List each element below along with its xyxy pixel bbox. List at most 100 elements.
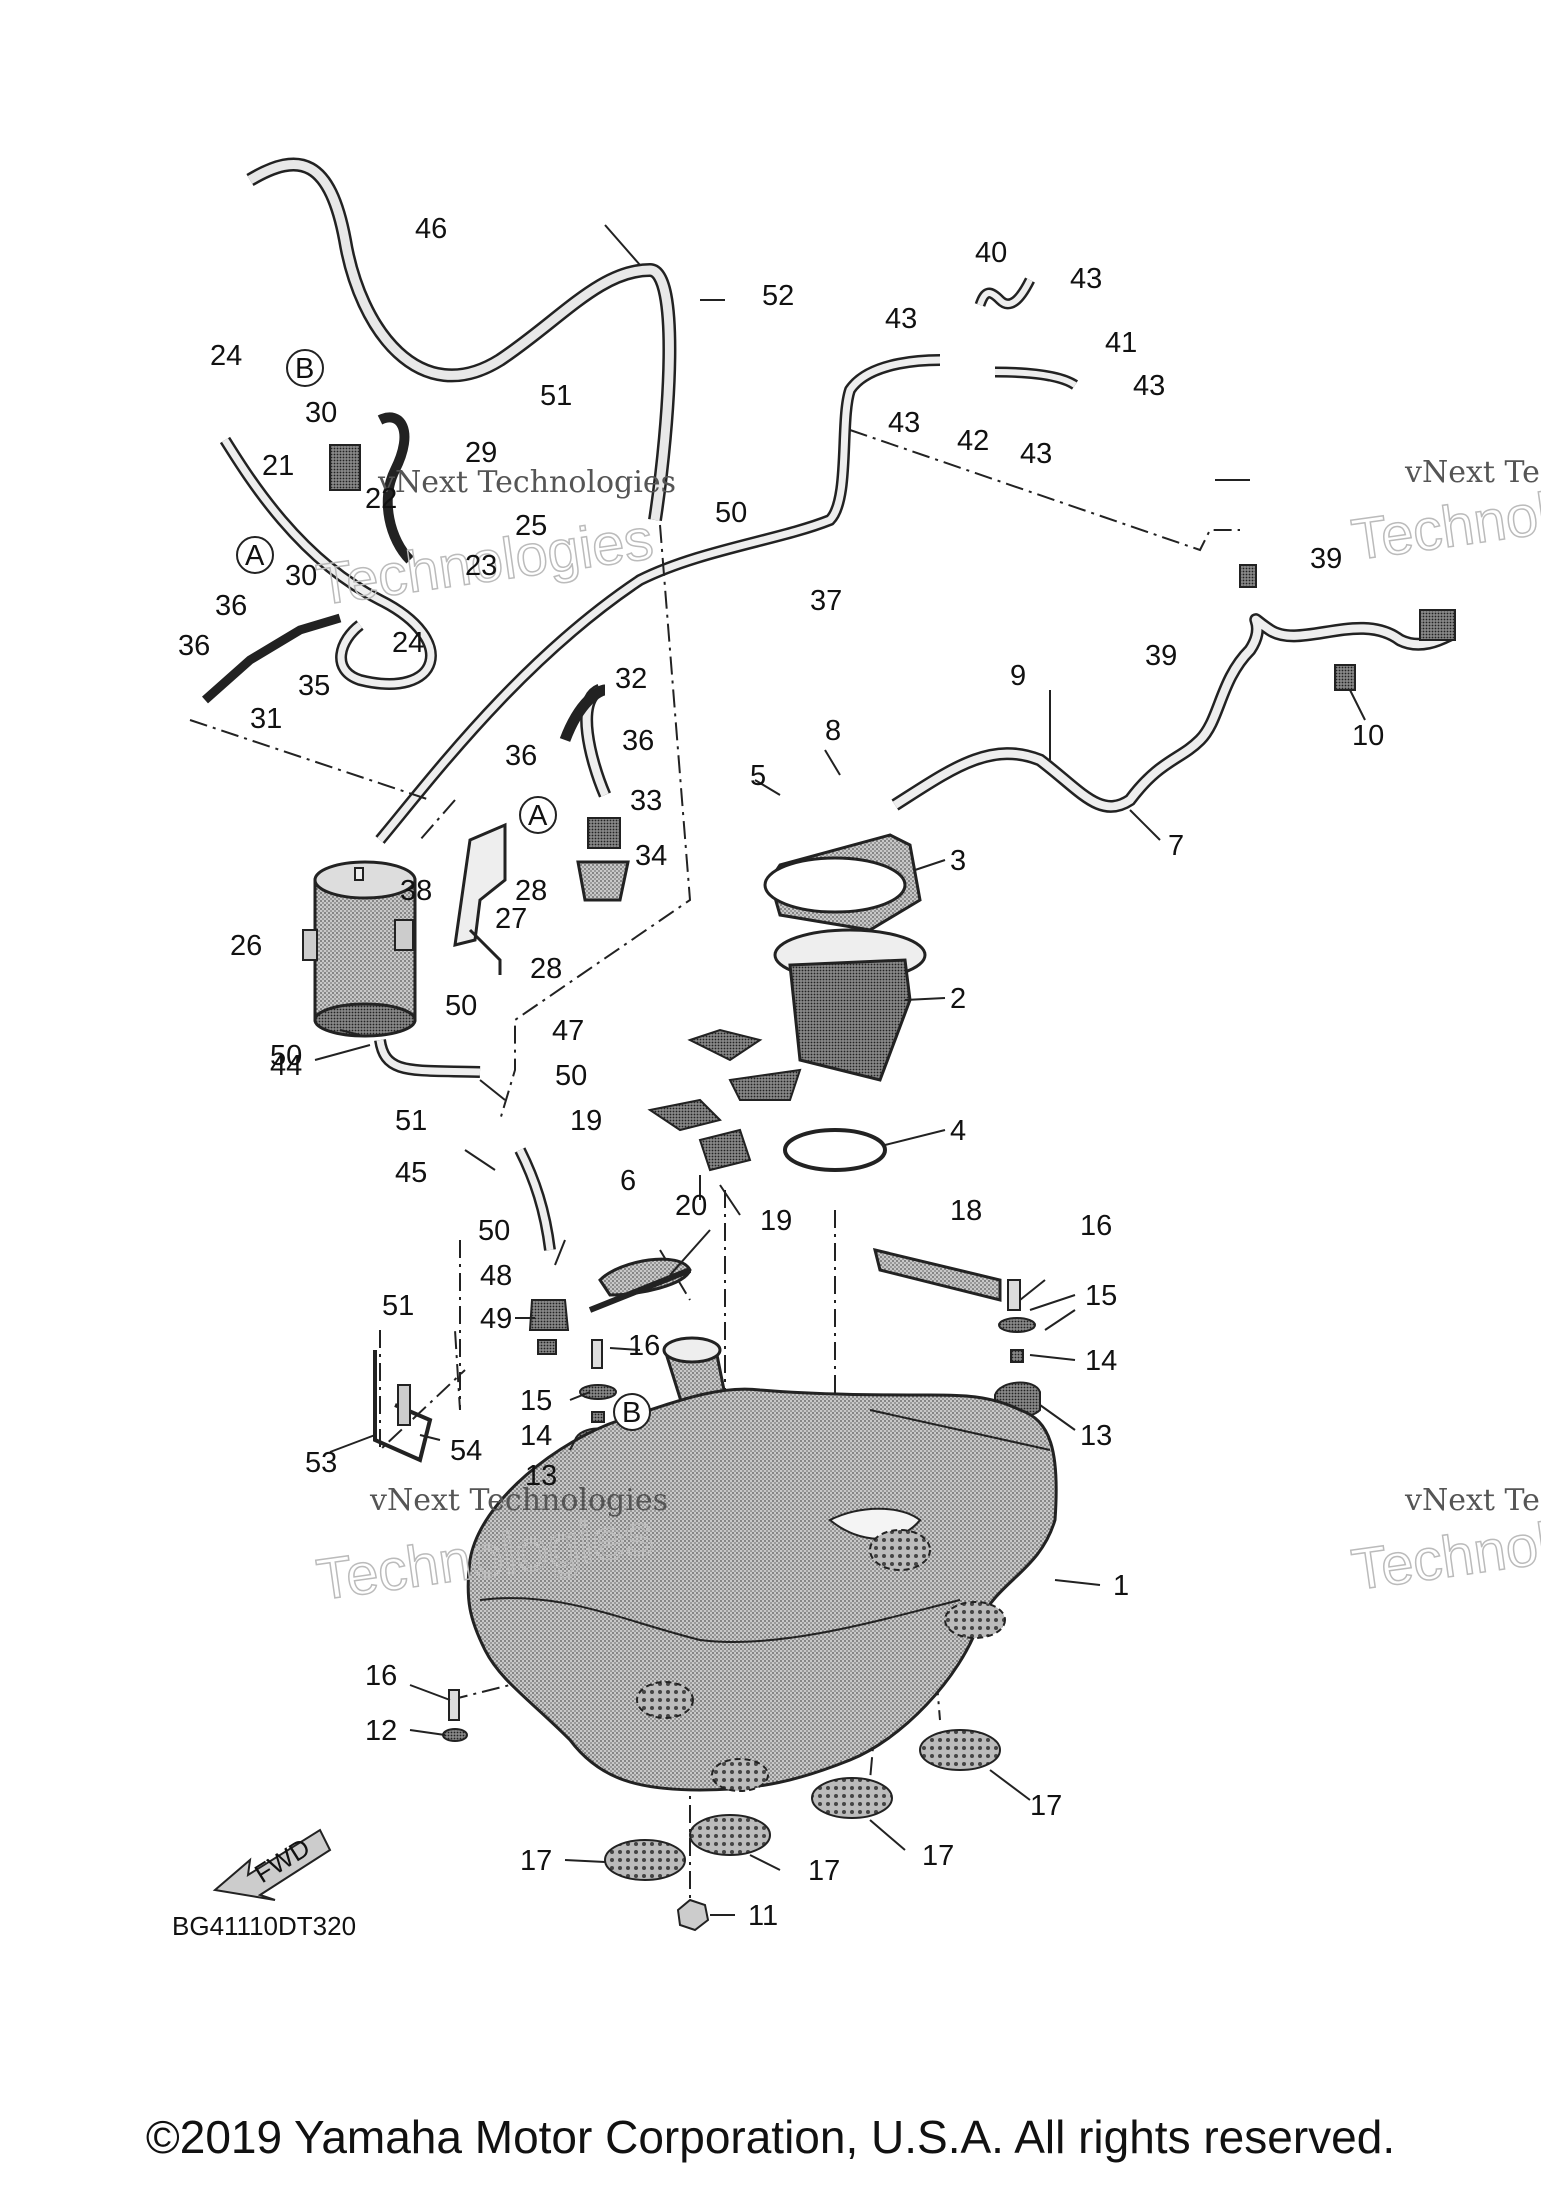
ref-markers: B A A B	[236, 349, 651, 1431]
callout-35: 35	[298, 670, 330, 702]
callout-39: 39	[1310, 543, 1342, 575]
callout-13: 13	[525, 1460, 557, 1492]
nut-11	[676, 1898, 710, 1932]
callout-51: 51	[540, 380, 572, 412]
callout-36: 36	[505, 740, 537, 772]
callout-22: 22	[365, 483, 397, 515]
callout-38: 38	[400, 875, 432, 907]
part-33-34	[559, 684, 630, 902]
callout-17: 17	[922, 1840, 954, 1872]
valve-21-22	[329, 412, 414, 564]
callout-39: 39	[1145, 640, 1177, 672]
callout-43: 43	[1070, 263, 1102, 295]
callout-6: 6	[620, 1165, 636, 1197]
callout-19: 19	[570, 1105, 602, 1137]
callout-46: 46	[415, 213, 447, 245]
callout-27: 27	[495, 903, 527, 935]
callout-15: 15	[520, 1385, 552, 1417]
callout-3: 3	[950, 845, 966, 877]
callout-28: 28	[515, 875, 547, 907]
callout-30: 30	[285, 560, 317, 592]
callout-17: 17	[520, 1845, 552, 1877]
callout-25: 25	[515, 510, 547, 542]
washer-12	[442, 1689, 468, 1742]
callout-47: 47	[552, 1015, 584, 1047]
bracket-27	[453, 822, 507, 975]
callout-40: 40	[975, 237, 1007, 269]
callout-13: 13	[1080, 1420, 1112, 1452]
connectors-19	[647, 1098, 752, 1172]
bracket-53	[373, 1350, 433, 1463]
callout-50: 50	[555, 1060, 587, 1092]
ref-a: A	[245, 540, 265, 572]
callout-16: 16	[628, 1330, 660, 1362]
callout-44: 44	[270, 1050, 302, 1082]
hose-44-45	[374, 683, 611, 1251]
callout-51: 51	[395, 1105, 427, 1137]
callout-45: 45	[395, 1157, 427, 1189]
callout-leaders	[314, 224, 1366, 1916]
copyright-notice: ©2019 Yamaha Motor Corporation, U.S.A. A…	[145, 2111, 1396, 2163]
callout-50: 50	[270, 1040, 302, 1072]
hose-37	[375, 354, 941, 844]
hose-7	[891, 613, 1453, 813]
callout-20: 20	[675, 1190, 707, 1222]
callout-54: 54	[450, 1435, 482, 1467]
rail-18	[872, 1247, 1002, 1302]
callout-16: 16	[365, 1660, 397, 1692]
callout-34: 34	[635, 840, 667, 872]
fwd-arrow: FWD	[212, 1828, 332, 1901]
callout-49: 49	[480, 1303, 512, 1335]
callout-15: 15	[1085, 1280, 1117, 1312]
callout-51: 51	[382, 1290, 414, 1322]
callout-37: 37	[810, 585, 842, 617]
callout-8: 8	[825, 715, 841, 747]
callout-5: 5	[750, 760, 766, 792]
callout-19: 19	[760, 1205, 792, 1237]
grommets-right	[994, 1279, 1041, 1419]
callout-26: 26	[230, 930, 262, 962]
watermark-text: vNext Technologies	[377, 465, 676, 500]
callout-16: 16	[1080, 1210, 1112, 1242]
watermark-text: vNext Technologies	[1404, 455, 1541, 490]
callout-50: 50	[445, 990, 477, 1022]
fuel-tank-1	[466, 1387, 1058, 1792]
callout-52: 52	[762, 280, 794, 312]
callout-17: 17	[1030, 1790, 1062, 1822]
watermark-text: vNext Technologies	[1404, 1483, 1541, 1518]
callout-53: 53	[305, 1447, 337, 1479]
watermark-text: vNext Technologies	[369, 1483, 668, 1518]
callout-43: 43	[888, 407, 920, 439]
callout-32: 32	[615, 663, 647, 695]
callout-43: 43	[1020, 438, 1052, 470]
callout-11: 11	[748, 1900, 778, 1932]
hose-40-41	[974, 277, 1079, 390]
callout-42: 42	[957, 425, 989, 457]
o-ring-4	[783, 1128, 887, 1172]
callout-43: 43	[885, 303, 917, 335]
callout-4: 4	[950, 1115, 966, 1147]
hose-46	[246, 157, 677, 522]
cover-6-strip-20	[588, 1257, 692, 1313]
callout-12: 12	[365, 1715, 397, 1747]
pump-plate-3	[763, 833, 922, 932]
callout-36: 36	[622, 725, 654, 757]
callout-2: 2	[950, 983, 966, 1015]
callout-41: 41	[1105, 327, 1137, 359]
callout-31: 31	[250, 703, 282, 735]
ref-b: B	[622, 1397, 641, 1429]
hose-31-35	[202, 613, 342, 704]
ref-a: A	[528, 800, 548, 832]
callout-36: 36	[178, 630, 210, 662]
callout-14: 14	[520, 1420, 552, 1452]
callout-9: 9	[1010, 660, 1026, 692]
callout-28: 28	[530, 953, 562, 985]
callout-10: 10	[1352, 720, 1384, 752]
callout-50: 50	[715, 497, 747, 529]
callout-14: 14	[1085, 1345, 1117, 1377]
callout-33: 33	[630, 785, 662, 817]
callout-29: 29	[465, 437, 497, 469]
callout-24: 24	[392, 627, 424, 659]
callout-1: 1	[1113, 1570, 1129, 1602]
